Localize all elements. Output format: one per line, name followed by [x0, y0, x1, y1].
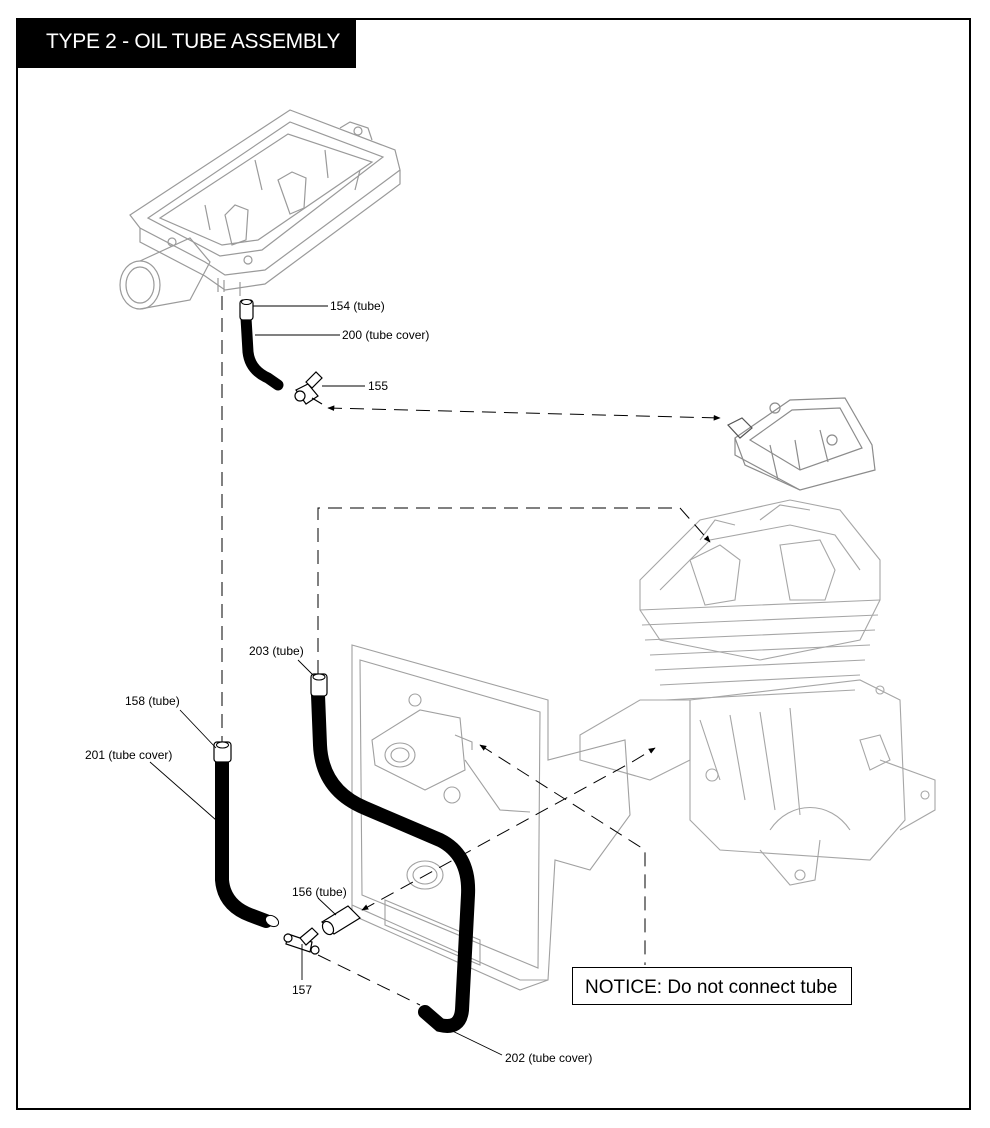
callout-202: 202 (tube cover)	[505, 1051, 592, 1065]
callout-156: 156 (tube)	[292, 885, 347, 899]
callout-200: 200 (tube cover)	[342, 328, 429, 342]
fitting-155	[294, 371, 323, 405]
diagram-title: TYPE 2 - OIL TUBE ASSEMBLY	[46, 30, 341, 53]
callout-158: 158 (tube)	[125, 694, 180, 708]
tube-203-202	[310, 673, 476, 1033]
notice-text: NOTICE: Do not connect tube	[585, 977, 838, 998]
callout-201: 201 (tube cover)	[85, 748, 172, 762]
tube-156	[321, 905, 361, 936]
connection-lines	[221, 296, 721, 1006]
callout-157: 157	[292, 983, 312, 997]
callout-155: 155	[368, 379, 388, 393]
tube-158-201	[213, 741, 280, 928]
callout-154: 154 (tube)	[330, 299, 385, 313]
engine-block	[579, 499, 936, 886]
tube-154-200	[239, 299, 284, 391]
notice-box: NOTICE: Do not connect tube	[572, 967, 852, 1005]
callout-203: 203 (tube)	[249, 644, 304, 658]
tee-fitting-157	[283, 927, 320, 955]
leader-lines	[149, 305, 503, 1056]
breather-housing	[119, 109, 401, 310]
diagram-frame	[16, 18, 971, 1110]
title-bar: TYPE 2 - OIL TUBE ASSEMBLY	[16, 18, 356, 68]
valve-cover	[727, 397, 876, 491]
